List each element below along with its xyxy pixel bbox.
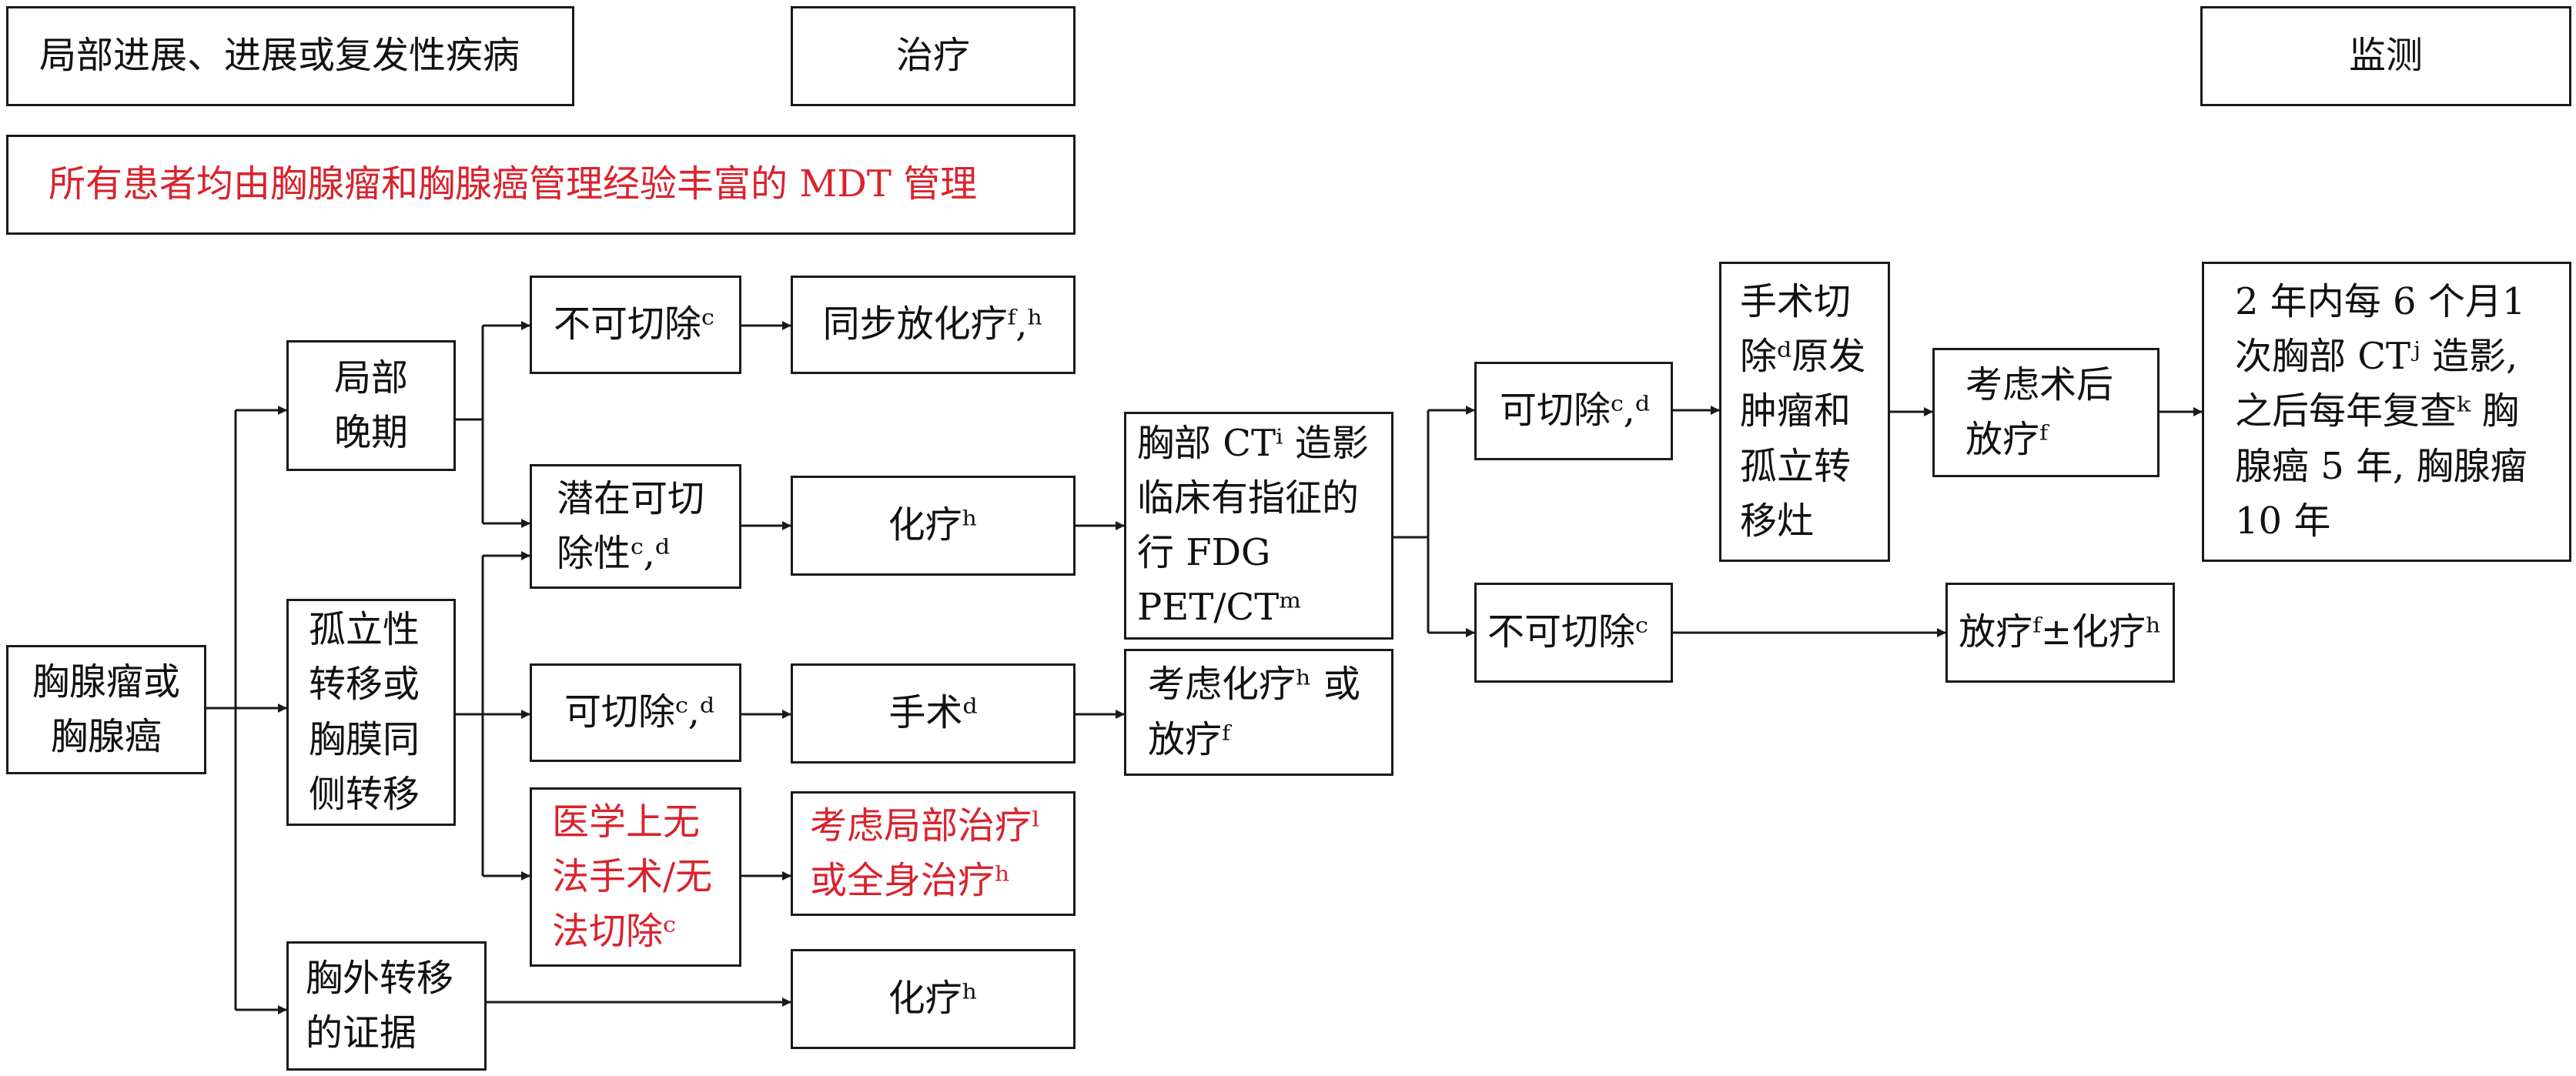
node-potentially-resectable: 潜在可切 除性ᶜ,ᵈ bbox=[530, 464, 741, 589]
node-surgery-label: 手术ᵈ bbox=[888, 691, 978, 735]
node-surveillance-label: 2 年内每 6 个月1 次胸部 CTʲ 造影, 之后每年复查ᵏ 胸 腺癌 5 年… bbox=[2235, 280, 2527, 543]
node-local-or-systemic: 考虑局部治疗ˡ 或全身治疗ʰ bbox=[791, 791, 1076, 916]
header-monitoring-label: 监测 bbox=[2348, 34, 2423, 78]
node-surgery: 手术ᵈ bbox=[791, 663, 1076, 764]
node-resectable-2: 可切除ᶜ,ᵈ bbox=[1474, 362, 1673, 460]
node-chemotherapy-1: 化疗ʰ bbox=[791, 476, 1076, 576]
header-treatment: 治疗 bbox=[791, 6, 1076, 106]
node-unresectable-2: 不可切除ᶜ bbox=[1474, 583, 1673, 683]
node-extrathoracic-label: 胸外转移 的证据 bbox=[306, 956, 454, 1054]
node-resectable-2-label: 可切除ᶜ,ᵈ bbox=[1500, 389, 1651, 433]
header-stage: 局部进展、进展或复发性疾病 bbox=[6, 6, 574, 106]
node-extrathoracic: 胸外转移 的证据 bbox=[286, 941, 487, 1071]
node-postop-rt-label: 考虑术后 放疗ᶠ bbox=[1965, 363, 2114, 461]
node-isolated-metastasis-label: 孤立性 转移或 胸膜同 侧转移 bbox=[309, 608, 420, 816]
node-rt-chemo-label: 放疗ᶠ±化疗ʰ bbox=[1959, 610, 2162, 654]
node-isolated-metastasis: 孤立性 转移或 胸膜同 侧转移 bbox=[286, 599, 456, 826]
node-local-advanced: 局部 晚期 bbox=[286, 340, 456, 471]
node-chest-ct-label: 胸部 CTⁱ 造影 临床有指征的 行 FDG PET/CTᵐ bbox=[1137, 421, 1369, 630]
node-medically-inoperable-label: 医学上无 法手术/无 法切除ᶜ bbox=[552, 800, 713, 954]
node-surveillance: 2 年内每 6 个月1 次胸部 CTʲ 造影, 之后每年复查ᵏ 胸 腺癌 5 年… bbox=[2202, 262, 2571, 562]
node-local-advanced-label: 局部 晚期 bbox=[333, 356, 408, 454]
node-chemotherapy-2-label: 化疗ʰ bbox=[888, 977, 979, 1021]
node-chest-ct: 胸部 CTⁱ 造影 临床有指征的 行 FDG PET/CTᵐ bbox=[1124, 412, 1393, 640]
node-surgical-resection: 手术切 除ᵈ原发 肿瘤和 孤立转 移灶 bbox=[1719, 262, 1890, 562]
node-chemotherapy-2: 化疗ʰ bbox=[791, 949, 1076, 1049]
node-unresectable-label: 不可切除ᶜ bbox=[554, 302, 714, 346]
node-potentially-resectable-label: 潜在可切 除性ᶜ,ᵈ bbox=[557, 476, 705, 575]
node-root-label: 胸腺瘤或 胸腺癌 bbox=[32, 660, 180, 758]
node-unresectable: 不可切除ᶜ bbox=[530, 276, 741, 374]
header-monitoring: 监测 bbox=[2200, 6, 2571, 106]
node-concurrent-chemoradiation-label: 同步放化疗ᶠ,ʰ bbox=[822, 302, 1044, 346]
node-concurrent-chemoradiation: 同步放化疗ᶠ,ʰ bbox=[791, 276, 1076, 374]
header-treatment-label: 治疗 bbox=[895, 34, 970, 78]
node-resectable-label: 可切除ᶜ,ᵈ bbox=[564, 690, 715, 734]
node-unresectable-2-label: 不可切除ᶜ bbox=[1487, 610, 1648, 654]
header-stage-label: 局部进展、进展或复发性疾病 bbox=[39, 34, 520, 78]
node-local-or-systemic-label: 考虑局部治疗ˡ 或全身治疗ʰ bbox=[810, 804, 1041, 902]
node-medically-inoperable: 医学上无 法手术/无 法切除ᶜ bbox=[530, 787, 741, 967]
node-surgical-resection-label: 手术切 除ᵈ原发 肿瘤和 孤立转 移灶 bbox=[1740, 280, 1866, 543]
node-chemotherapy-1-label: 化疗ʰ bbox=[888, 503, 979, 547]
mdt-note-label: 所有患者均由胸腺瘤和胸腺癌管理经验丰富的 MDT 管理 bbox=[49, 162, 978, 206]
node-consider-chemo-or-rt: 考虑化疗ʰ 或 放疗ᶠ bbox=[1124, 649, 1393, 776]
node-consider-chemo-or-rt-label: 考虑化疗ʰ 或 放疗ᶠ bbox=[1148, 663, 1361, 761]
mdt-note: 所有患者均由胸腺瘤和胸腺癌管理经验丰富的 MDT 管理 bbox=[6, 135, 1076, 235]
node-root: 胸腺瘤或 胸腺癌 bbox=[6, 645, 206, 774]
node-rt-chemo: 放疗ᶠ±化疗ʰ bbox=[1945, 583, 2175, 683]
node-postop-rt: 考虑术后 放疗ᶠ bbox=[1932, 348, 2159, 477]
node-resectable: 可切除ᶜ,ᵈ bbox=[530, 663, 741, 762]
